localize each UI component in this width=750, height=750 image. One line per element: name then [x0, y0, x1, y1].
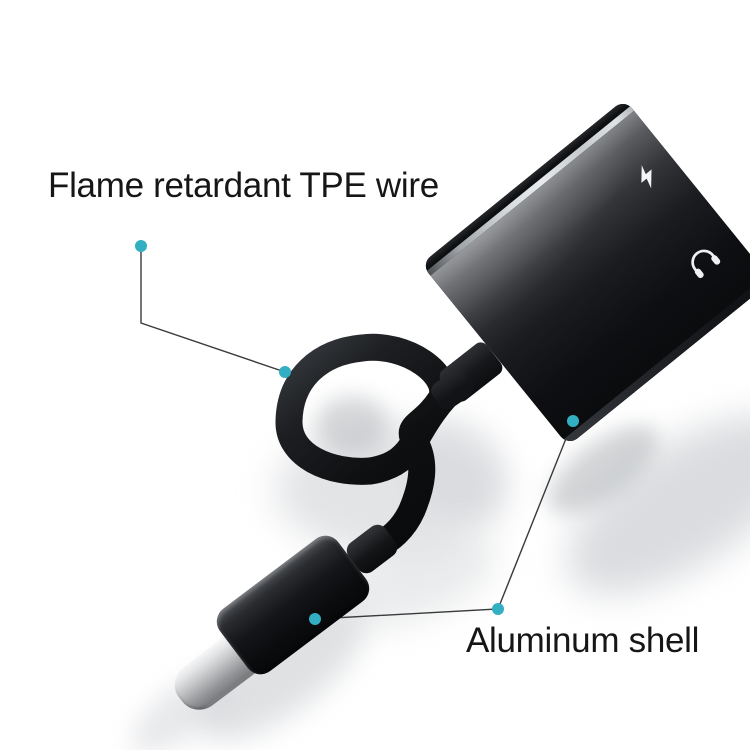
callout-dot-connector-shell — [309, 613, 321, 625]
callout-dot-alu-label — [492, 603, 504, 615]
callout-dot-adapter-shell — [567, 415, 579, 427]
tpe-cable — [275, 333, 471, 561]
callout-line-tpe-wire — [140, 246, 286, 373]
headphones-icon — [691, 249, 721, 279]
adapter-body — [421, 99, 750, 446]
annotation-label-aluminum-shell: Aluminum shell — [466, 621, 700, 660]
annotation-label-tpe-wire: Flame retardant TPE wire — [48, 166, 439, 205]
callout-dot-tpe-label — [135, 240, 147, 252]
callout-dot-cable — [279, 366, 291, 378]
lightning-bolt-icon — [641, 165, 652, 189]
